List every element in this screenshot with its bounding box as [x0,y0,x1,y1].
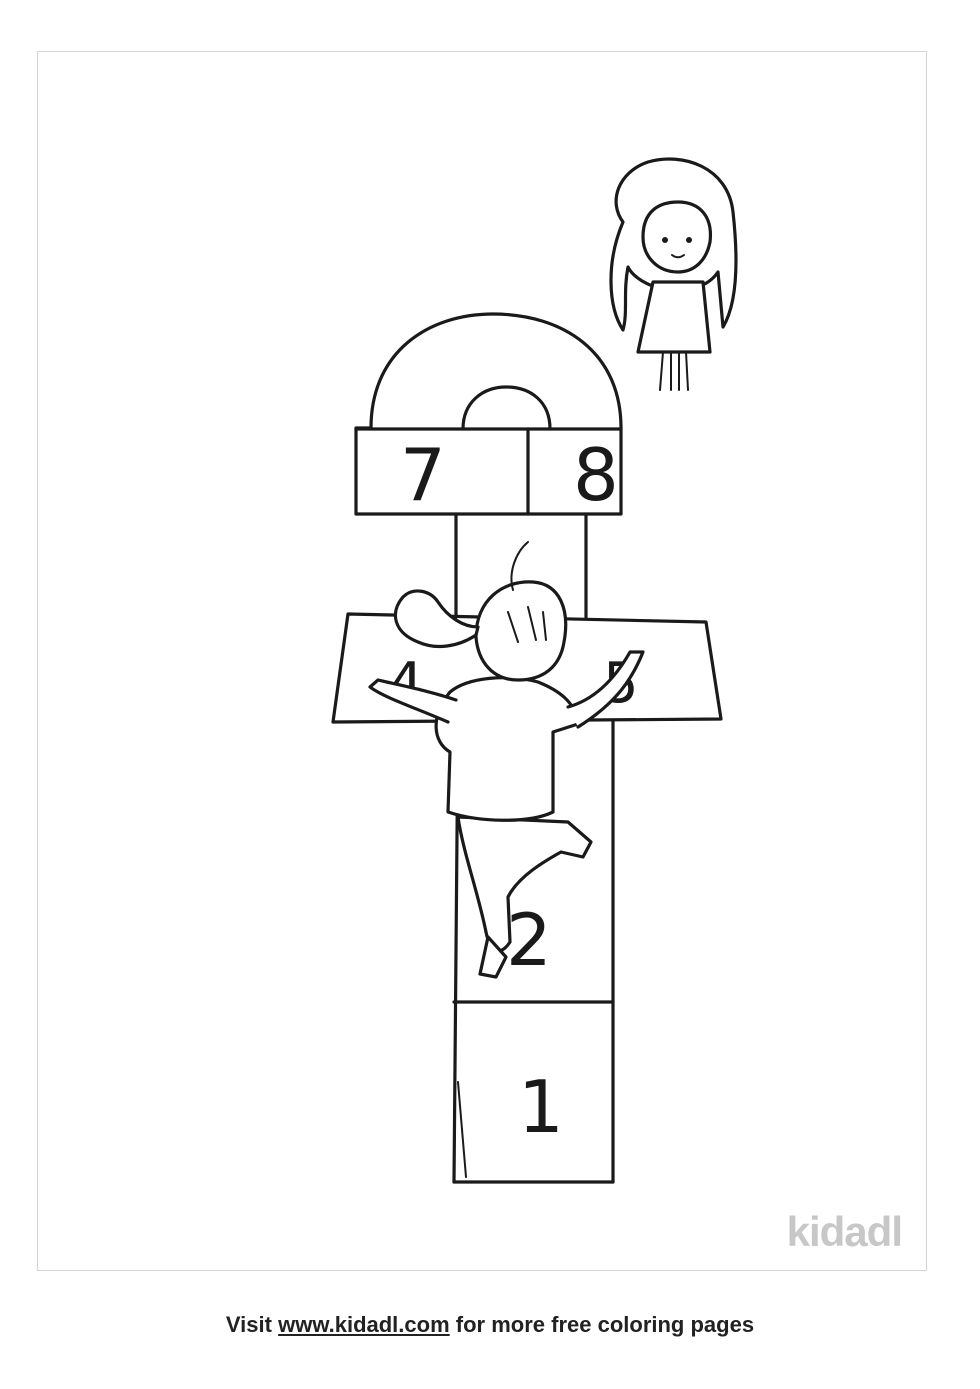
footer-suffix: for more free coloring pages [455,1312,755,1337]
square-number-7: 7 [400,433,446,517]
hopscotch-illustration: 7 8 1 2 4 5 [331,157,738,1184]
hopping-child [368,541,645,979]
footer-prefix: Visit [225,1312,272,1337]
watching-girl [609,157,738,391]
coloring-sheet: 7 8 1 2 4 5 [37,51,927,1271]
kidadl-watermark: kidadl [786,1208,903,1255]
square-number-2: 2 [506,898,552,982]
hopscotch-arch [354,312,623,516]
kidadl-link[interactable]: www.kidadl.com [278,1312,450,1337]
hopscotch-inner-arch [461,385,552,431]
square-number-8: 8 [573,433,619,517]
footer-text: Visit www.kidadl.com for more free color… [0,1312,980,1338]
hopscotch-cross-row [331,612,723,724]
square-number-1: 1 [518,1065,564,1149]
